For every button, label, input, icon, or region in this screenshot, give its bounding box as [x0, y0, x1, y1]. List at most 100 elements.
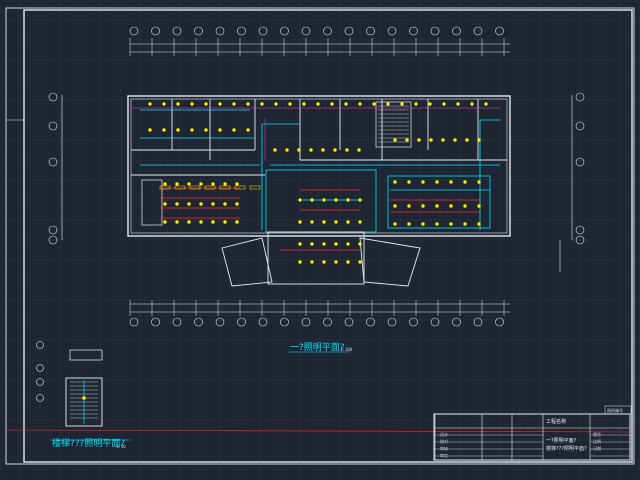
light-fixture-icon	[310, 260, 314, 264]
light-fixture-icon	[456, 102, 460, 106]
axis-bubble	[430, 317, 440, 327]
light-fixture-icon	[322, 220, 326, 224]
light-fixture-icon	[298, 220, 302, 224]
fluorescent-fixture-icon	[174, 185, 186, 190]
axis-bubble	[452, 317, 461, 327]
axis-bubble-left	[48, 225, 58, 235]
light-fixture-icon	[190, 128, 194, 132]
canopy-right	[359, 237, 421, 287]
light-fixture-icon	[435, 222, 439, 226]
light-fixture-icon	[477, 222, 481, 226]
lighting-wiring	[130, 107, 500, 251]
light-fixture-icon	[175, 220, 179, 224]
title-block-corner-label: 图纸编号	[607, 408, 623, 413]
light-fixture-icon	[449, 180, 453, 184]
tb-corner-box	[604, 405, 632, 415]
light-fixture-icon	[435, 180, 439, 184]
light-fixture-icon	[163, 182, 167, 186]
light-fixture-icon	[175, 202, 179, 206]
light-fixture-icon	[357, 148, 361, 152]
axis-bubble-left	[48, 92, 58, 102]
light-fixture-icon	[274, 102, 278, 106]
light-fixture-icon	[310, 198, 314, 202]
light-fixture-icon	[298, 242, 302, 246]
axis-bubble	[194, 26, 203, 36]
light-fixture-icon	[297, 148, 301, 152]
stair-axis-bubble	[36, 364, 44, 372]
light-fixture-icon	[232, 102, 236, 106]
stair-plan-outline	[65, 377, 103, 427]
light-fixture-icon	[211, 182, 215, 186]
light-fixture-icon	[346, 260, 350, 264]
light-fixture-icon	[211, 202, 215, 206]
axis-bubble	[473, 26, 483, 36]
light-fixture-icon	[246, 128, 250, 132]
stair-plan-top	[69, 349, 103, 361]
fluorescent-fixture-icon	[204, 185, 216, 190]
title-block-row-approve: 审定	[440, 453, 448, 458]
axis-bubble	[344, 317, 354, 327]
light-fixture-icon	[199, 182, 203, 186]
light-fixture-icon	[334, 242, 338, 246]
axis-bubble	[258, 317, 268, 327]
light-fixture-icon	[358, 102, 362, 106]
light-fixture-icon	[176, 102, 180, 106]
axis-bubble	[129, 317, 139, 327]
light-fixture-icon	[463, 180, 467, 184]
light-fixture-icon	[163, 202, 167, 206]
title-block-title-line1: 一?照明平面?	[546, 438, 577, 444]
stair-plan-scale: 1:50	[116, 444, 126, 449]
axis-bubble	[194, 317, 203, 327]
main-plan-caption: 一?照明平面?	[290, 343, 345, 353]
light-fixture-icon	[322, 242, 326, 246]
light-fixture-icon	[260, 102, 264, 106]
light-fixture-icon	[407, 180, 411, 184]
outer-frame	[5, 7, 635, 465]
light-fixture-icon	[223, 182, 227, 186]
axis-bubble	[323, 317, 332, 327]
title-block	[433, 405, 632, 461]
light-fixture-icon	[358, 198, 362, 202]
light-fixture-icon	[358, 220, 362, 224]
light-fixture-icon	[393, 138, 397, 142]
axis-bubble-right	[575, 235, 585, 245]
light-fixture-icon	[400, 102, 404, 106]
light-fixture-icon	[321, 148, 325, 152]
light-fixture-icon	[421, 204, 425, 208]
light-fixture-icon	[199, 220, 203, 224]
light-fixture-icon	[218, 102, 222, 106]
light-fixture-icon	[417, 138, 421, 142]
light-fixture-icon	[199, 202, 203, 206]
axis-bubble	[215, 26, 225, 36]
stair-block	[375, 101, 412, 148]
light-fixture-icon	[414, 102, 418, 106]
light-fixture-icon	[285, 148, 289, 152]
light-fixture-icon	[449, 204, 453, 208]
title-block-right-scale: 比例	[593, 439, 601, 444]
axis-bubble	[151, 26, 160, 36]
light-fixture-icon	[470, 102, 474, 106]
light-fixture-icon	[453, 138, 457, 142]
fluorescent-fixture-icon	[219, 185, 231, 190]
title-block-right-drawing-no: 图号	[593, 432, 601, 437]
title-block-right-date: 日期	[593, 446, 601, 451]
light-fixture-icon	[484, 102, 488, 106]
light-fixture-icon	[310, 242, 314, 246]
light-fixture-icon	[463, 222, 467, 226]
light-fixture-icon	[429, 138, 433, 142]
light-fixture-icon	[246, 102, 250, 106]
title-block-title-line2: 楼梯???照明平面?	[546, 446, 587, 452]
main-plan-scale: 1:100	[340, 347, 353, 352]
hall-room	[387, 175, 491, 229]
axis-bubble	[280, 26, 289, 36]
axis-bubble	[495, 317, 504, 327]
light-fixture-icon	[223, 220, 227, 224]
light-fixture-icon	[232, 128, 236, 132]
axis-bubble	[473, 317, 483, 327]
axis-bubble	[280, 317, 289, 327]
light-fixture-icon	[190, 102, 194, 106]
axis-bubble	[301, 26, 311, 36]
light-fixture-icon	[428, 102, 432, 106]
axis-bubble	[387, 317, 397, 327]
